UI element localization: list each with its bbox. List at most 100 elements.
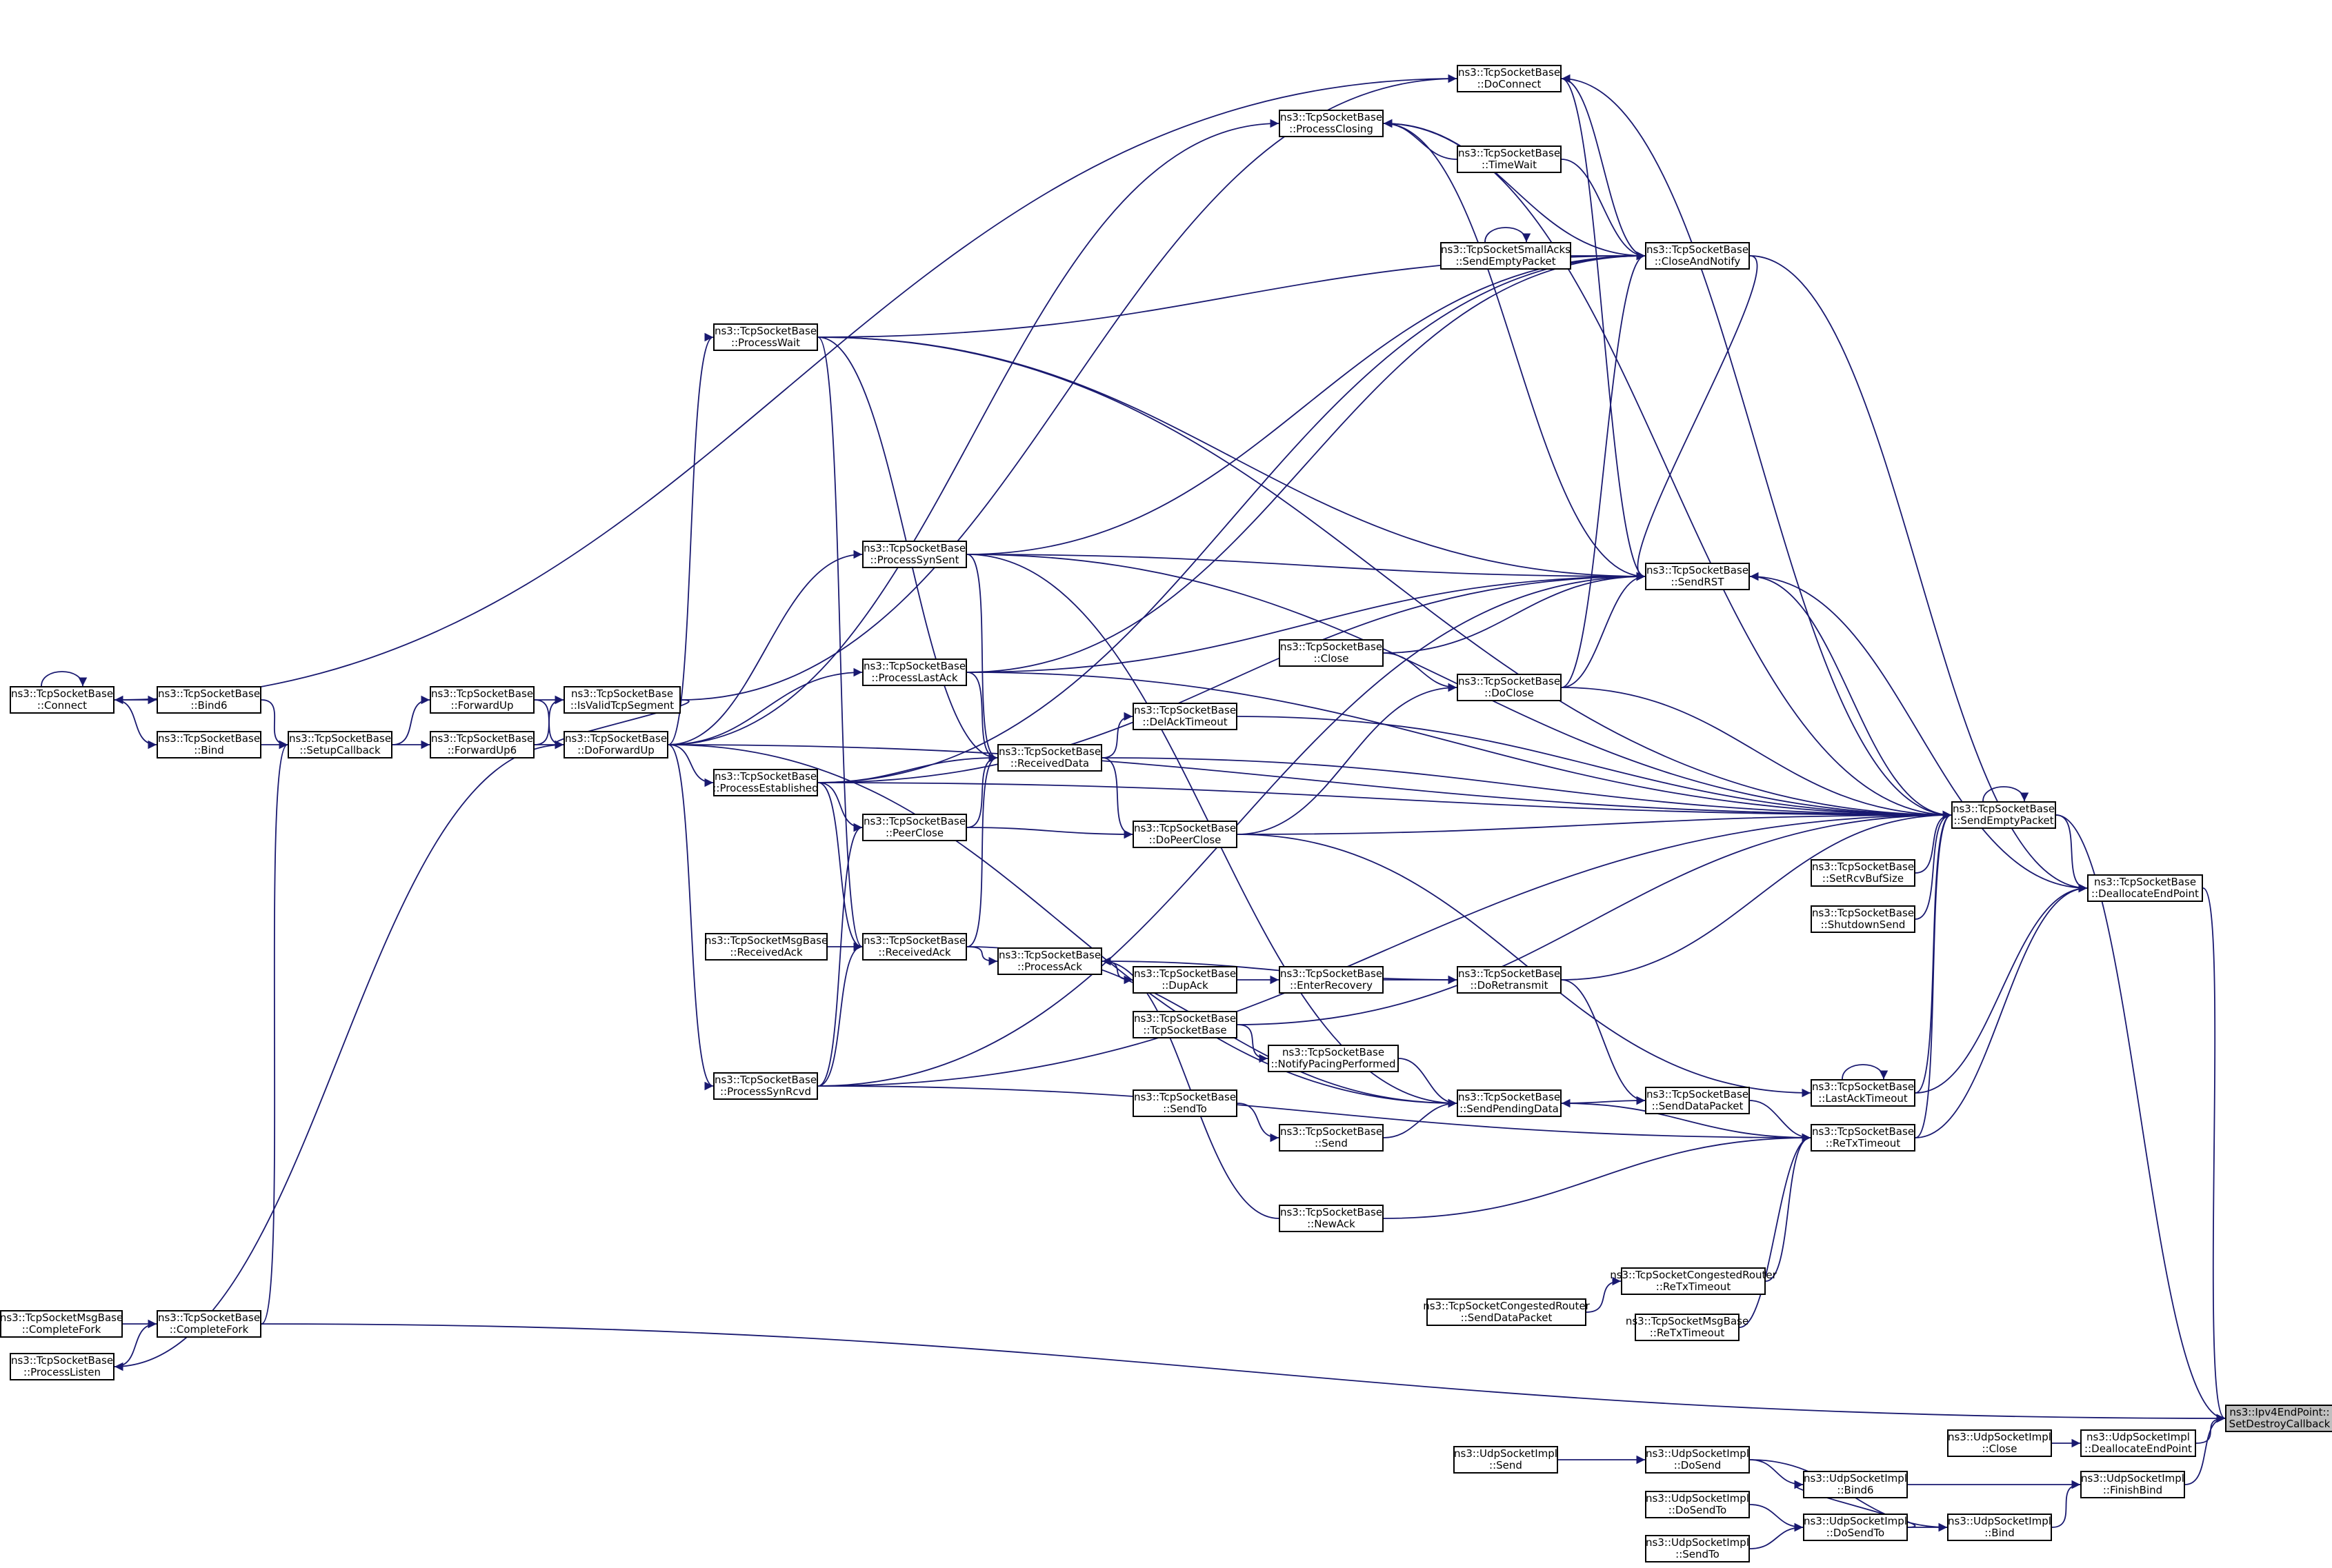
- node-setupcb[interactable]: ns3::TcpSocketBase::SetupCallback: [288, 731, 392, 758]
- node-bind[interactable]: ns3::TcpSocketBase::Bind: [157, 731, 261, 758]
- node-smallacks[interactable]: ns3::TcpSocketSmallAcks::SendEmptyPacket: [1440, 242, 1571, 270]
- node-label-line: ns3::TcpSocketBase: [1457, 967, 1561, 980]
- node-label-line: ns3::TcpSocketBase: [998, 949, 1102, 961]
- node-notifypacing[interactable]: ns3::TcpSocketBase::NotifyPacingPerforme…: [1268, 1045, 1399, 1072]
- node-closenotify[interactable]: ns3::TcpSocketBase::CloseAndNotify: [1645, 242, 1750, 270]
- edge-closenotify-to-tcp_dealloc: [1749, 255, 2088, 893]
- node-udp-dosendto[interactable]: ns3::UdpSocketImpl::DoSendTo: [1803, 1514, 1908, 1541]
- node-udp-send[interactable]: ns3::UdpSocketImpl::Send: [1453, 1446, 1558, 1474]
- node-recvdata[interactable]: ns3::TcpSocketBase::ReceivedData: [997, 744, 1102, 772]
- node-doforward[interactable]: ns3::TcpSocketBase::DoForwardUp: [564, 731, 668, 758]
- node-setrcvbuf[interactable]: ns3::TcpSocketBase::SetRcvBufSize: [1811, 859, 1915, 887]
- node-lastack-to[interactable]: ns3::TcpSocketBase::LastAckTimeout: [1811, 1079, 1915, 1107]
- node-label-line: ns3::TcpSocketBase: [998, 745, 1102, 758]
- node-tcp-send[interactable]: ns3::TcpSocketBase::Send: [1279, 1124, 1384, 1152]
- node-psynsent[interactable]: ns3::TcpSocketBase::ProcessSynSent: [862, 541, 967, 568]
- node-udp-bind[interactable]: ns3::UdpSocketImpl::Bind: [1947, 1514, 2052, 1541]
- node-udp-bind6[interactable]: ns3::UdpSocketImpl::Bind6: [1803, 1471, 1908, 1498]
- edge-delack-to-sendempty: [1237, 716, 1952, 820]
- node-label-line: ns3::TcpSocketBase: [2093, 876, 2197, 888]
- node-psynrcvd[interactable]: ns3::TcpSocketBase::ProcessSynRcvd: [713, 1072, 818, 1100]
- node-msg-recvack[interactable]: ns3::TcpSocketMsgBase::ReceivedAck: [705, 933, 828, 961]
- node-newack[interactable]: ns3::TcpSocketBase::NewAck: [1279, 1205, 1384, 1232]
- node-label-line: ns3::TcpSocketBase: [1457, 1091, 1561, 1103]
- node-pestab[interactable]: ns3::TcpSocketBase::ProcessEstablished: [712, 769, 819, 796]
- node-delack[interactable]: ns3::TcpSocketBase::DelAckTimeout: [1133, 703, 1237, 730]
- node-label-line: ns3::TcpSocketBase: [1646, 1088, 1749, 1100]
- node-label-line: ::ReTxTimeout: [1649, 1327, 1725, 1339]
- node-timewait[interactable]: ns3::TcpSocketBase::TimeWait: [1457, 145, 1562, 173]
- node-label-line: ns3::TcpSocketBase: [430, 687, 534, 700]
- node-label-line: ::SendTo: [1675, 1548, 1720, 1560]
- node-tcpbase[interactable]: ns3::TcpSocketBase::TcpSocketBase: [1133, 1011, 1237, 1038]
- edge-udp_dosendto2-to-udp_dosendto: [1749, 1504, 1804, 1532]
- node-sendempty[interactable]: ns3::TcpSocketBase::SendEmptyPacket: [1951, 801, 2056, 829]
- node-plisten[interactable]: ns3::TcpSocketBase::ProcessListen: [10, 1353, 114, 1380]
- node-label-line: ::Bind: [1984, 1527, 2015, 1539]
- node-udp-dosend[interactable]: ns3::UdpSocketImpl::DoSend: [1645, 1446, 1750, 1474]
- node-label-line: ::SetupCallback: [299, 744, 381, 756]
- node-label-line: ::Close: [1313, 652, 1349, 665]
- edge-retx-to-tcp_dealloc: [1915, 883, 2088, 1138]
- edge-plastack-to-sendempty: [966, 672, 1952, 820]
- node-label-line: ns3::TcpSocketBase: [1279, 967, 1383, 980]
- node-udp-dosendto2[interactable]: ns3::UdpSocketImpl::DoSendTo: [1645, 1491, 1750, 1518]
- node-udp-finishbind[interactable]: ns3::UdpSocketImpl::FinishBind: [2080, 1471, 2185, 1498]
- node-bind6[interactable]: ns3::TcpSocketBase::Bind6: [157, 686, 261, 714]
- node-label-line: ::DoSendTo: [1826, 1527, 1885, 1539]
- node-connect[interactable]: ns3::TcpSocketBase::Connect: [10, 686, 114, 714]
- node-root[interactable]: ns3::Ipv4EndPoint::SetDestroyCallback: [2225, 1405, 2332, 1432]
- node-shutdown[interactable]: ns3::TcpSocketBase::ShutdownSend: [1811, 905, 1915, 933]
- node-compfork[interactable]: ns3::TcpSocketBase::CompleteFork: [157, 1310, 261, 1338]
- node-senddata[interactable]: ns3::TcpSocketBase::SendDataPacket: [1645, 1087, 1750, 1114]
- node-pwait[interactable]: ns3::TcpSocketBase::ProcessWait: [713, 323, 818, 351]
- node-label-line: ns3::Ipv4EndPoint::: [2229, 1406, 2330, 1418]
- edge-compfork-to-setupcb: [261, 740, 288, 1325]
- edge-fwdup6-to-isvalid: [534, 695, 564, 745]
- node-doclose[interactable]: ns3::TcpSocketBase::DoClose: [1457, 674, 1562, 701]
- node-docon[interactable]: ns3::TcpSocketBase::DoConnect: [1457, 65, 1562, 92]
- node-label-line: ns3::TcpSocketBase: [863, 934, 966, 947]
- node-label-line: ns3::TcpSocketBase: [430, 732, 534, 745]
- edge-pwait-to-recvack: [817, 336, 863, 952]
- node-label-line: ns3::TcpSocketBase: [1811, 1080, 1915, 1093]
- node-cong-senddata[interactable]: ns3::TcpSocketCongestedRouter::SendDataP…: [1423, 1298, 1590, 1326]
- node-fwdup6[interactable]: ns3::TcpSocketBase::ForwardUp6: [430, 731, 535, 758]
- node-msg-compfork[interactable]: ns3::TcpSocketMsgBase::CompleteFork: [0, 1310, 123, 1338]
- edge-senddata-to-retx: [1749, 1100, 1811, 1143]
- node-fwdup[interactable]: ns3::TcpSocketBase::ForwardUp: [430, 686, 535, 714]
- node-label-line: ::ReceivedAck: [730, 946, 803, 958]
- node-sendrst[interactable]: ns3::TcpSocketBase::SendRST: [1645, 563, 1750, 590]
- node-recvack[interactable]: ns3::TcpSocketBase::ReceivedAck: [862, 933, 967, 961]
- node-peerclose[interactable]: ns3::TcpSocketBase::PeerClose: [862, 814, 967, 841]
- node-label-line: ns3::UdpSocketImpl: [1948, 1431, 2051, 1443]
- node-label-line: ::Bind6: [190, 699, 228, 712]
- node-dupack[interactable]: ns3::TcpSocketBase::DupAck: [1133, 966, 1237, 994]
- node-procack[interactable]: ns3::TcpSocketBase::ProcessAck: [997, 947, 1102, 975]
- node-tcp-sendto[interactable]: ns3::TcpSocketBase::SendTo: [1133, 1089, 1237, 1117]
- edge-tcp_dealloc-to-root: [2202, 887, 2226, 1423]
- node-msg-retx[interactable]: ns3::TcpSocketMsgBase::ReTxTimeout: [1626, 1314, 1748, 1341]
- node-label-line: ::Connect: [37, 699, 88, 712]
- node-label-line: ::SetRcvBufSize: [1822, 872, 1904, 885]
- node-udp-sendto[interactable]: ns3::UdpSocketImpl::SendTo: [1645, 1535, 1750, 1562]
- node-enterrec[interactable]: ns3::TcpSocketBase::EnterRecovery: [1279, 966, 1384, 994]
- edge-plisten-to-compfork: [114, 1319, 157, 1367]
- node-tcp-dealloc[interactable]: ns3::TcpSocketBase::DeallocateEndPoint: [2087, 874, 2203, 902]
- node-doretx[interactable]: ns3::TcpSocketBase::DoRetransmit: [1457, 966, 1562, 994]
- node-udp-dealloc[interactable]: ns3::UdpSocketImpl::DeallocateEndPoint: [2080, 1429, 2196, 1457]
- node-sendpending[interactable]: ns3::TcpSocketBase::SendPendingData: [1457, 1089, 1562, 1117]
- node-isvalid[interactable]: ns3::TcpSocketBase::IsValidTcpSegment: [564, 686, 681, 714]
- node-udp-close[interactable]: ns3::UdpSocketImpl::Close: [1947, 1429, 2052, 1457]
- node-label-line: ns3::TcpSocketBase: [714, 770, 817, 783]
- node-plastack[interactable]: ns3::TcpSocketBase::ProcessLastAck: [862, 659, 967, 686]
- node-label-line: ns3::TcpSocketBase: [714, 325, 817, 337]
- node-cong-retx[interactable]: ns3::TcpSocketCongestedRouter::ReTxTimeo…: [1610, 1267, 1777, 1295]
- node-label-line: ns3::TcpSocketBase: [1279, 111, 1383, 123]
- node-label-line: ns3::UdpSocketImpl: [1948, 1515, 2051, 1527]
- node-retx[interactable]: ns3::TcpSocketBase::ReTxTimeout: [1811, 1124, 1915, 1152]
- node-close[interactable]: ns3::TcpSocketBase::Close: [1279, 639, 1384, 667]
- edge-peerclose-to-dopeer: [966, 827, 1133, 839]
- node-pclosing[interactable]: ns3::TcpSocketBase::ProcessClosing: [1279, 110, 1384, 137]
- node-dopeer[interactable]: ns3::TcpSocketBase::DoPeerClose: [1133, 821, 1237, 848]
